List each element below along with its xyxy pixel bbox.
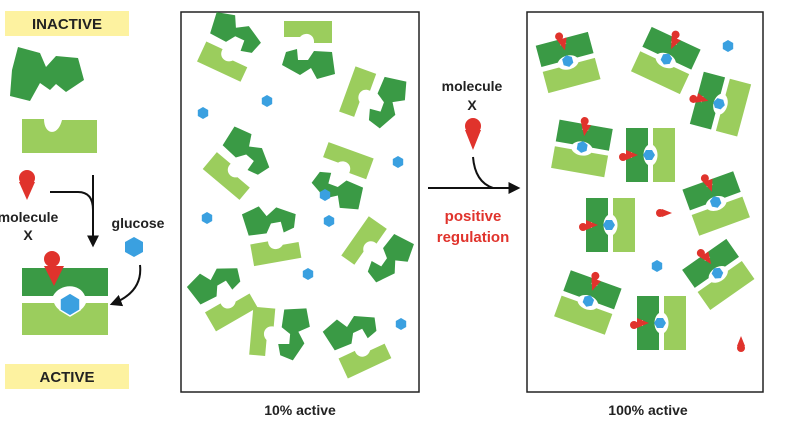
molecule-x-left-icon (19, 170, 35, 200)
regulation-label: regulation (437, 229, 510, 246)
caption-100-percent: 100% active (608, 402, 688, 418)
inactive-label-bg (5, 11, 129, 36)
molecule-x-mid-icon (465, 118, 481, 150)
glucose-label: glucose (112, 215, 165, 231)
active-label: ACTIVE (39, 369, 94, 386)
glucose-arrow (109, 264, 142, 307)
active-label-bg (5, 364, 129, 389)
molecule-left-label: molecule (0, 209, 59, 225)
caption-10-percent: 10% active (264, 402, 336, 418)
active-enzyme (22, 251, 108, 335)
molecule-mid-x-label: X (467, 97, 477, 113)
molecule-mid-label: molecule (442, 78, 503, 94)
glucose-legend-icon (125, 237, 143, 257)
inactive-enzyme (10, 47, 97, 153)
molecule-left-x-label: X (23, 227, 33, 243)
positive-label: positive (445, 208, 502, 225)
inactive-label: INACTIVE (32, 16, 102, 33)
regulation-curve (472, 156, 494, 189)
